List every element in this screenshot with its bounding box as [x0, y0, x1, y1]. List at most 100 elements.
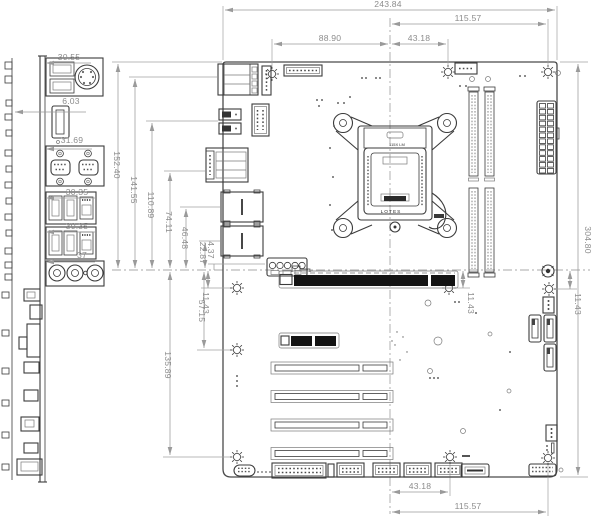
dim-label-io-lan1: 30.35 — [66, 187, 89, 197]
screw-hole-icon — [541, 281, 557, 297]
dim-label-audio-edge-gap: 4.37 — [206, 241, 216, 259]
screw-hole-icon — [229, 342, 245, 358]
dimension-io-lan2: 30.35 — [46, 221, 95, 235]
pcie-x4-slot — [278, 332, 340, 349]
small-connector — [327, 463, 335, 478]
dim-label-bottom-center-span: 43.18 — [409, 481, 432, 491]
sata-ports — [528, 314, 557, 372]
screw-hole-icon — [442, 449, 458, 465]
pci-slot — [270, 390, 394, 403]
dim-label-board-height: 304.80 — [583, 226, 593, 254]
fan-header-top — [454, 62, 478, 75]
dimension-chain-left: 152.40 141.55 110.89 74.11 46.48 22.87 4… — [112, 61, 265, 270]
dimension-io-ps2-usb: 30.55 — [46, 52, 91, 66]
usb-port-icon — [49, 61, 75, 77]
screw-hole-icon — [229, 449, 245, 465]
dimension-lower-left: 11.43 57.15 135.89 — [163, 271, 233, 458]
dimension-bottom-center-span: 43.18 — [392, 463, 451, 496]
dim-label-dp-to-audio: 110.89 — [146, 192, 156, 219]
box-header-2x13 — [271, 462, 327, 479]
dim-label-top-left-span: 88.90 — [319, 33, 342, 43]
ps2-port-icon — [74, 64, 100, 90]
dim-label-io-serial: 31.69 — [61, 135, 84, 145]
displayport-top-view — [218, 108, 242, 135]
dimm-slot-segment — [484, 91, 495, 177]
dimm-slot-segment — [468, 187, 479, 273]
dim-label-io-lan2: 30.35 — [66, 221, 89, 231]
dim-label-bottom-right-span: 115.57 — [455, 501, 482, 511]
pill-header — [233, 464, 256, 477]
box-header-2x5 — [403, 462, 432, 478]
dim-label-hole-offset-mid: 11.43 — [466, 292, 476, 314]
dimm-slot-segment — [468, 91, 479, 177]
box-header-2x5 — [372, 462, 401, 478]
dim-label-hole-offset-right: 11.43 — [573, 293, 583, 315]
coin-battery — [541, 264, 555, 278]
pci-slot — [270, 361, 394, 375]
pin-header-vertical — [261, 65, 272, 96]
dotted-header-right — [528, 463, 557, 477]
socket-label-blob — [434, 214, 444, 218]
jumper-mark — [462, 455, 470, 457]
box-header-2x5 — [434, 462, 463, 478]
screw-hole-icon — [264, 66, 280, 82]
dim-label-io-audio: 37 — [77, 250, 87, 260]
dim-label-board-width: 243.84 — [374, 0, 402, 9]
dimension-board-height: 304.80 — [560, 61, 593, 478]
dimension-top-right-span: 115.57 — [392, 13, 549, 66]
board-hole — [558, 467, 564, 473]
screw-hole-icon — [540, 64, 556, 80]
dimm-slots — [467, 76, 496, 278]
pcie-x16-slot — [278, 265, 459, 289]
ps2-usb-top-view — [217, 63, 259, 96]
sata-port-icon — [543, 343, 557, 372]
board-side-profile — [16, 288, 43, 476]
dimension-top-center-span: 43.18 — [392, 33, 449, 66]
box-header-2x5 — [336, 462, 365, 478]
screw-hole-icon — [229, 280, 245, 296]
ps2-usb-connector — [45, 57, 104, 97]
pci-slot — [270, 418, 394, 432]
bottom-headers — [233, 455, 564, 479]
db9-port-icon — [78, 149, 99, 186]
audio-jacks-connector — [45, 260, 105, 287]
dim-label-top-center-span: 43.18 — [408, 33, 431, 43]
socket-marking-top: 115X LM — [389, 142, 405, 147]
displayport-connector — [51, 105, 70, 144]
box-header-2x4 — [251, 103, 270, 137]
cpu-socket: 115X LM LOTES — [332, 112, 458, 239]
usb-port-icon — [49, 78, 75, 94]
pcb-via-dots — [236, 75, 526, 434]
dimension-board-width: 243.84 — [222, 0, 558, 60]
board-hole — [555, 70, 561, 76]
fan-header-right — [542, 296, 555, 314]
centerlines — [112, 18, 590, 514]
sata-port-icon — [528, 314, 542, 343]
db9-port-icon — [50, 149, 71, 186]
dimm-slot-segment — [484, 187, 495, 273]
audio-top-view — [266, 257, 308, 277]
dimension-hole-offsets: 11.43 11.43 — [455, 271, 583, 315]
io-shield-strip — [1, 58, 13, 480]
screw-hole-icon — [440, 64, 456, 80]
dim-label-lan1-to-audio: 46.48 — [180, 227, 190, 250]
serial-ports-connector — [45, 145, 105, 187]
pci-slot — [270, 447, 394, 460]
dimension-bottom-right-span: 115.57 — [392, 465, 549, 516]
lan-usb-top-view-2 — [220, 223, 264, 259]
serial-top-view — [205, 147, 249, 183]
jumper-bits — [546, 442, 555, 454]
mounting-holes — [229, 64, 557, 466]
dim-label-lan2-to-audio: 22.87 — [198, 242, 208, 265]
lan-usb-top-view-1 — [220, 189, 264, 225]
sata-port-icon — [543, 314, 557, 343]
dim-label-audio-to-hole-span: 57.15 — [197, 300, 207, 323]
socket-marking-bottom: LOTES — [381, 209, 402, 215]
usb-port-bottom — [460, 463, 490, 478]
socket-lever-wire — [428, 192, 447, 230]
io-bracket — [38, 55, 47, 483]
dimension-io-audio: 37 — [46, 250, 95, 265]
dim-label-serial-to-audio: 74.11 — [164, 211, 174, 233]
